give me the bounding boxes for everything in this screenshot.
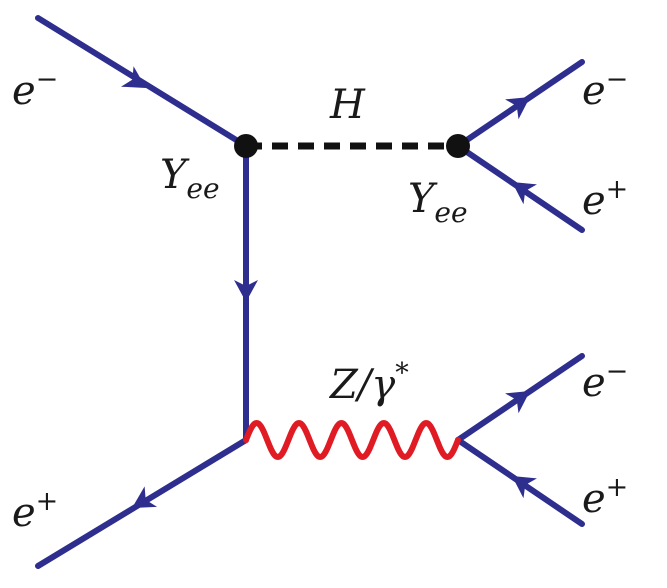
boson-propagator <box>243 419 461 461</box>
label-yukawa-left: Yee <box>160 152 220 205</box>
label-out-bottom-electron: e− <box>582 356 628 406</box>
arrow-icon <box>120 66 146 88</box>
vertex-right <box>446 134 470 158</box>
label-out-bottom-positron: e+ <box>582 472 628 522</box>
arrow-icon <box>512 182 537 205</box>
arrow-icon <box>234 280 258 302</box>
fermion-arrows <box>120 66 537 508</box>
label-higgs: H <box>329 82 366 128</box>
vertex-left <box>234 134 258 158</box>
arrow-icon <box>505 97 530 120</box>
label-yukawa-right: Yee <box>408 176 468 229</box>
label-out-top-electron: e− <box>582 64 628 114</box>
fermion-lines <box>35 15 585 569</box>
arrow-icon <box>512 476 537 499</box>
label-in-electron: e− <box>12 64 58 114</box>
label-in-positron: e+ <box>12 486 58 536</box>
arrow-icon <box>132 486 158 508</box>
label-boson: Z/γ* <box>328 358 409 408</box>
label-out-top-positron: e+ <box>582 174 628 224</box>
arrow-icon <box>505 391 530 414</box>
